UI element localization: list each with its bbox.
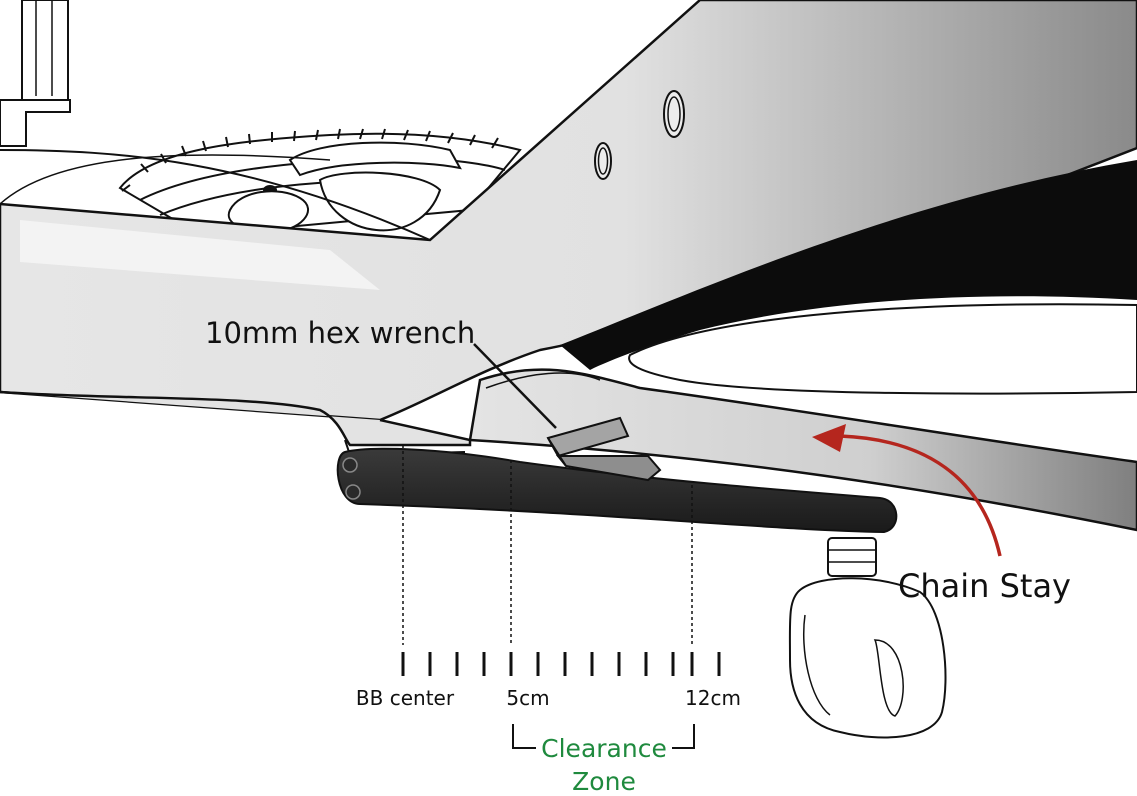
- seat-post: [0, 0, 71, 147]
- clearance-zone-line2: Zone: [572, 767, 636, 796]
- projection-lines: [402, 445, 693, 645]
- frame-bolt-holes: [594, 90, 685, 180]
- tube-gap: [560, 160, 1137, 370]
- chain-stay-label: Chain Stay: [898, 567, 1071, 605]
- hex-wrench: [546, 416, 662, 482]
- chain-stay-arrow: [812, 424, 1002, 557]
- ruler-ticks: [401, 652, 721, 676]
- clearance-zone-line1: Clearance: [541, 734, 667, 763]
- crank-arm: [336, 447, 898, 534]
- clearance-bracket: [512, 724, 695, 749]
- wrench-leader-line: [473, 343, 557, 429]
- pedal: [788, 537, 947, 739]
- chainring: [118, 128, 522, 237]
- bb-center-label: BB center: [356, 686, 455, 710]
- mark-12cm-label: 12cm: [685, 686, 741, 710]
- wrench-label: 10mm hex wrench: [205, 316, 475, 350]
- mark-5cm-label: 5cm: [506, 686, 549, 710]
